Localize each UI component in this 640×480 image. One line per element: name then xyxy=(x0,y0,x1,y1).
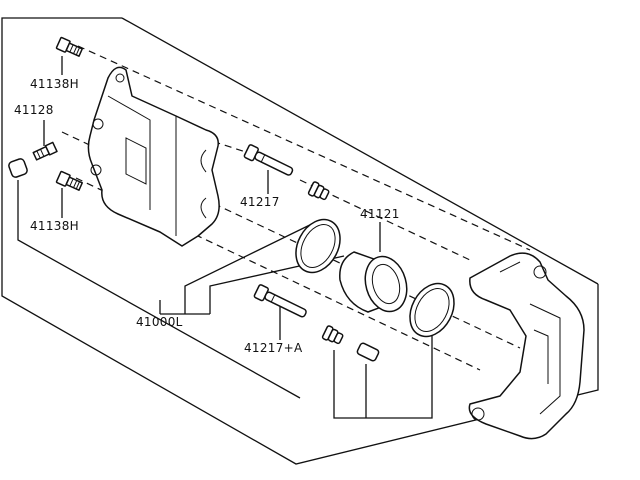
diagram-frame xyxy=(1,17,599,465)
label-caliper-assy: 41000L xyxy=(136,315,183,329)
bleeder-cap-icon xyxy=(8,158,28,178)
label-bolt-lower: 41138H xyxy=(30,219,79,233)
piston-seal-icon xyxy=(295,218,341,274)
bolt-upper-icon xyxy=(55,36,83,57)
pin-boot-upper-icon xyxy=(307,181,330,201)
leader-lines xyxy=(17,56,433,419)
bolt-lower-icon xyxy=(55,170,83,191)
guide-pin-lower-icon xyxy=(253,284,307,318)
label-bolt-upper: 41138H xyxy=(30,77,79,91)
label-pin-lower: 41217+A xyxy=(244,341,303,355)
dust-boot-icon xyxy=(409,282,455,338)
pin-boot-lower-icon xyxy=(321,325,344,345)
guide-pin-upper-icon xyxy=(243,144,294,176)
caliper-body-icon xyxy=(87,66,220,247)
pin-sleeve-icon xyxy=(356,342,380,362)
label-bleeder: 41128 xyxy=(14,103,54,117)
label-pin-upper: 41217 xyxy=(240,195,280,209)
part-labels: 41138H 41128 41138H 41217 41121 41000L 4… xyxy=(14,77,400,355)
piston-icon xyxy=(339,251,408,313)
label-piston-kit: 41121 xyxy=(360,207,400,221)
torque-member-icon xyxy=(468,252,585,440)
bleeder-screw-icon xyxy=(32,141,58,161)
